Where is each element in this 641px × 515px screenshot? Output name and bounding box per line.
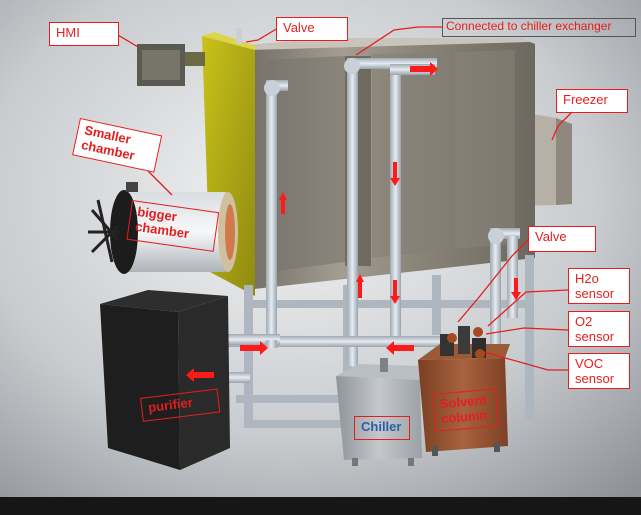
leader-connected <box>355 26 442 56</box>
hmi-screen <box>137 44 205 86</box>
label-valve-right: Valve <box>528 226 596 252</box>
arrow-up-2 <box>356 274 364 298</box>
solvent-column-unit <box>418 326 510 456</box>
leader-freezer <box>551 111 573 141</box>
arrow-left-2 <box>386 341 414 355</box>
main-glovebox <box>202 28 535 296</box>
leader-valve-top <box>245 27 279 43</box>
chiller-unit <box>336 358 422 466</box>
label-solvent-column: Solvent column <box>432 388 500 432</box>
label-freezer: Freezer <box>556 89 628 113</box>
leader-hmi <box>117 34 139 48</box>
label-chiller: Chiller <box>354 416 410 440</box>
arrow-right-top <box>410 62 438 76</box>
purifier-unit <box>100 290 230 470</box>
arrow-down-2 <box>390 162 400 186</box>
leader-h2o <box>487 289 569 327</box>
arrow-up-1 <box>279 192 287 214</box>
label-valve-top: Valve <box>276 17 348 41</box>
label-h2o-sensor: H2o sensor <box>568 268 630 304</box>
antechamber <box>88 182 238 274</box>
leader-valve-right <box>457 239 529 323</box>
label-connected-chiller: Connected to chiller exchanger <box>442 18 636 37</box>
bottom-bar <box>0 497 641 515</box>
label-voc-sensor: VOC sensor <box>568 353 630 389</box>
arrow-left-1 <box>186 368 214 382</box>
label-o2-sensor: O2 sensor <box>568 311 630 347</box>
arrow-down-1 <box>390 280 400 304</box>
arrow-right-bottom <box>240 341 268 355</box>
arrow-down-3 <box>511 278 521 300</box>
leader-o2 <box>485 327 569 335</box>
leader-voc <box>483 351 568 371</box>
flow-arrows <box>186 62 521 382</box>
label-hmi: HMI <box>49 22 119 46</box>
